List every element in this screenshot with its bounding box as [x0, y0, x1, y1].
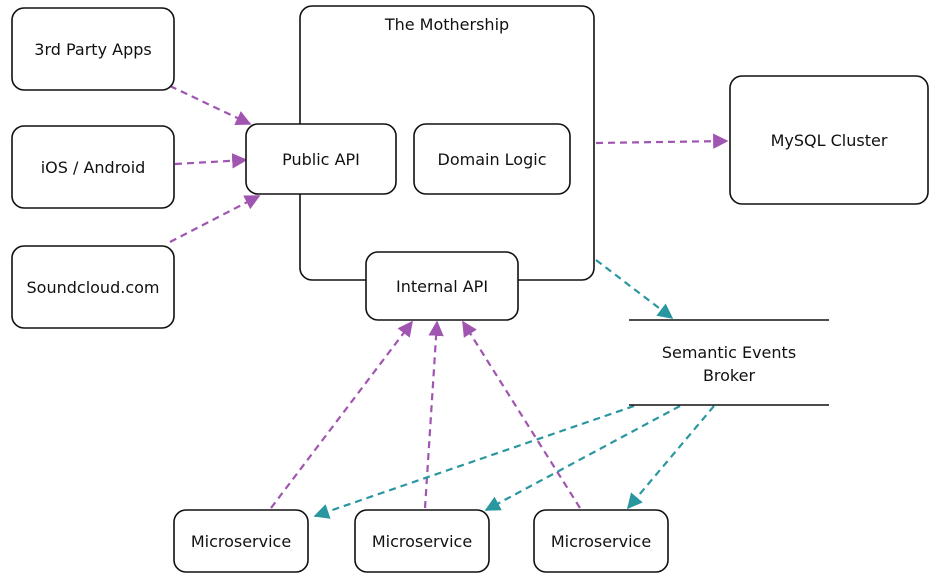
edge-broker-to-microservice-3 — [627, 405, 715, 510]
edge-microservice-3-to-internal-api — [462, 320, 581, 509]
mysql-cluster-node: MySQL Cluster — [729, 75, 929, 205]
soundcloud-node: Soundcloud.com — [11, 245, 175, 329]
public-api-node: Public API — [245, 123, 397, 195]
edge-soundcloud-to-public-api — [169, 195, 261, 243]
broker-label-line-2: Broker — [703, 366, 756, 385]
public-api-label: Public API — [282, 150, 360, 169]
microservice-node-3: Microservice — [533, 509, 669, 573]
microservice-node-2: Microservice — [354, 509, 490, 573]
microservice-label-3: Microservice — [551, 532, 651, 551]
third-party-apps-label: 3rd Party Apps — [34, 40, 151, 59]
domain-logic-label: Domain Logic — [438, 150, 547, 169]
broker-label-line-1: Semantic Events — [662, 343, 796, 362]
ios-android-label: iOS / Android — [41, 158, 146, 177]
edges — [169, 85, 729, 519]
soundcloud-label: Soundcloud.com — [27, 278, 160, 297]
edge-third-party-to-public-api — [169, 85, 252, 126]
mothership-title: The Mothership — [384, 15, 509, 34]
microservice-label-2: Microservice — [372, 532, 472, 551]
ios-android-node: iOS / Android — [11, 125, 175, 209]
microservice-node-1: Microservice — [173, 509, 309, 573]
domain-logic-node: Domain Logic — [413, 123, 571, 195]
internal-api-label: Internal API — [396, 277, 488, 296]
semantic-events-broker: Semantic Events Broker — [629, 319, 829, 406]
edge-broker-to-microservice-2 — [484, 405, 681, 511]
edge-ios-android-to-public-api — [174, 153, 248, 169]
edge-broker-to-microservice-1 — [313, 404, 635, 519]
edge-microservice-1-to-internal-api — [270, 320, 413, 509]
edge-mothership-to-broker — [595, 259, 674, 319]
edge-microservice-2-to-internal-api — [423, 320, 444, 509]
internal-api-node: Internal API — [365, 251, 519, 321]
mysql-cluster-label: MySQL Cluster — [771, 131, 888, 150]
third-party-apps-node: 3rd Party Apps — [11, 7, 175, 91]
microservice-label-1: Microservice — [191, 532, 291, 551]
edge-mothership-to-mysql — [595, 133, 729, 149]
